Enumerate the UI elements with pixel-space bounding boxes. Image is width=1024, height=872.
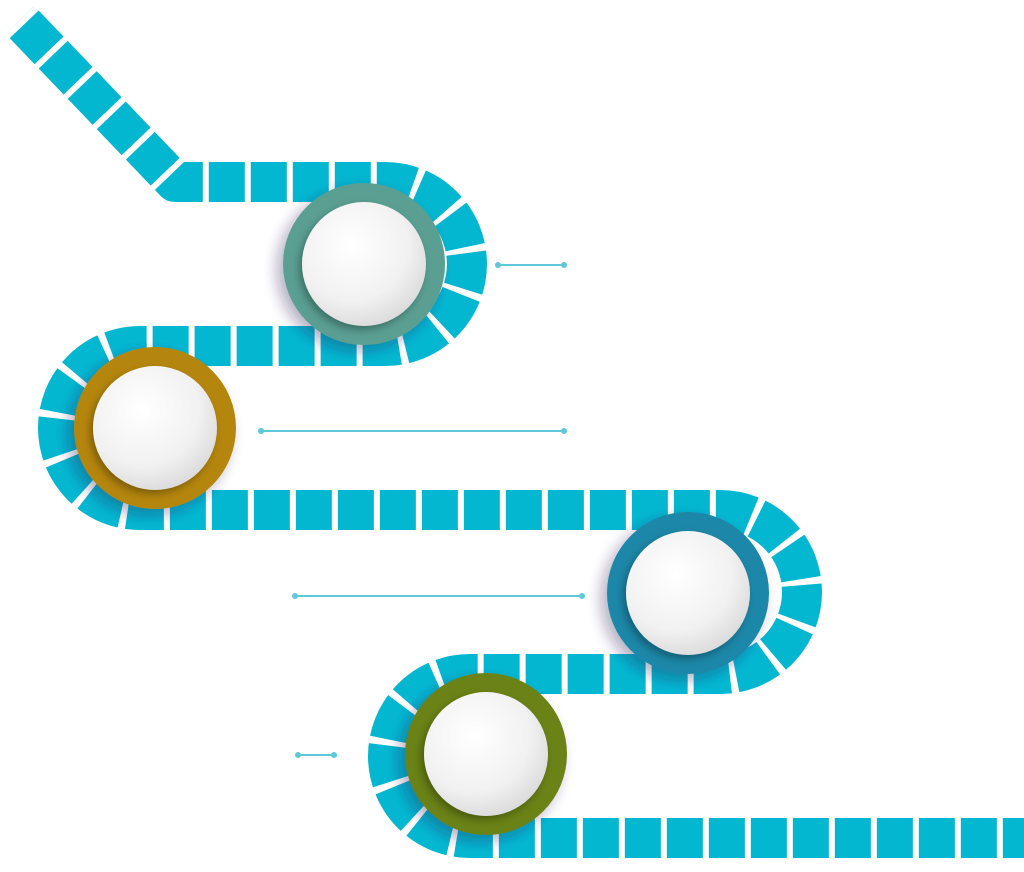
connector-lines <box>258 262 585 758</box>
milestone-3 <box>607 512 769 674</box>
connector-dot-1a <box>495 262 501 268</box>
milestone-1 <box>283 183 445 345</box>
connector-dot-4b <box>331 752 337 758</box>
milestone-disc-2 <box>93 366 217 490</box>
milestone-disc-1 <box>302 202 426 326</box>
connector-dot-2b <box>561 428 567 434</box>
milestone-disc-3 <box>626 531 750 655</box>
connector-dot-3a <box>292 593 298 599</box>
arrow-band <box>5 6 1024 858</box>
connector-dot-1b <box>561 262 567 268</box>
connector-dot-4a <box>295 752 301 758</box>
milestone-4 <box>405 673 567 835</box>
connector-dot-3b <box>579 593 585 599</box>
milestone-disc-4 <box>424 692 548 816</box>
milestone-2 <box>74 347 236 509</box>
connector-dot-2a <box>258 428 264 434</box>
path-band <box>4 5 1024 859</box>
